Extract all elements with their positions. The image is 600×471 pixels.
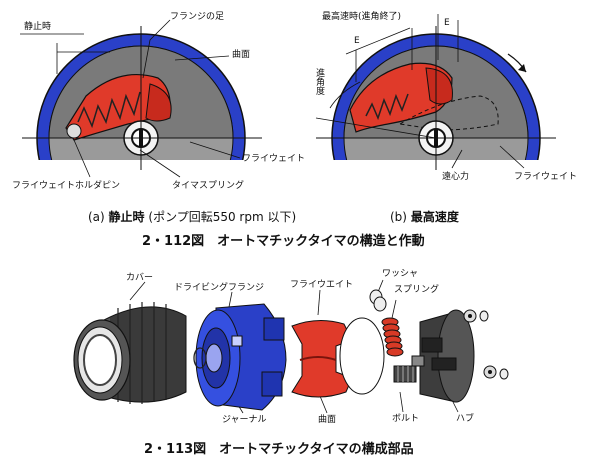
label-journal: ジャーナル bbox=[222, 415, 267, 425]
small-washers bbox=[463, 309, 509, 380]
label-curve-113: 曲面 bbox=[318, 415, 337, 425]
washer-spring-part bbox=[369, 289, 404, 357]
label-E-2: E bbox=[444, 18, 450, 28]
label-hub: ハブ bbox=[456, 414, 475, 424]
timer-spring-shape bbox=[77, 91, 141, 129]
hub-part bbox=[411, 309, 475, 403]
fig112b-timer-section bbox=[315, 14, 556, 170]
label-cover: カバー bbox=[126, 273, 154, 283]
label-advance-angle: 進角度 bbox=[314, 68, 324, 95]
label-stop: 静止時 bbox=[24, 22, 52, 32]
caption-a-letter: (a) bbox=[88, 210, 105, 224]
caption-a-title: 静止時 bbox=[108, 210, 145, 224]
label-max-speed: 最高速時(進角終了) bbox=[322, 12, 402, 22]
label-holder-pin: フライウェイトホルダピン bbox=[12, 181, 121, 191]
flyweight-part bbox=[291, 317, 385, 398]
label-flyweight-left: フライウェイト bbox=[242, 154, 306, 164]
fig112-title: 2・112図 オートマチックタイマの構造と作動 bbox=[142, 234, 425, 249]
caption-a-note: (ポンプ回転550 rpm 以下) bbox=[148, 210, 297, 224]
label-spring: スプリング bbox=[394, 285, 440, 295]
fig113-title: 2・113図 オートマチックタイマの構成部品 bbox=[144, 442, 414, 457]
label-curve-left: 曲面 bbox=[232, 50, 251, 60]
label-timer-spring: タイマスプリング bbox=[172, 181, 245, 191]
label-flyweight-113: フライウエイト bbox=[290, 280, 354, 290]
fig112a-timer-section bbox=[20, 19, 262, 178]
label-centrifugal: 遠心力 bbox=[442, 172, 470, 182]
label-washer: ワッシャ bbox=[382, 269, 419, 279]
caption-b: (b) 最高速度 bbox=[390, 210, 459, 224]
label-flyweight-right: フライウェイト bbox=[514, 172, 578, 182]
caption-b-title: 最高速度 bbox=[410, 210, 459, 224]
caption-a: (a) 静止時 (ポンプ回転550 rpm 以下) bbox=[88, 210, 296, 224]
label-flange-foot: フランジの足 bbox=[170, 12, 225, 22]
caption-b-letter: (b) bbox=[390, 210, 407, 224]
bolt-part bbox=[393, 365, 417, 383]
label-driving-flange: ドライビングフランジ bbox=[174, 283, 265, 293]
label-bolt: ボルト bbox=[392, 414, 420, 424]
label-E-1: E bbox=[354, 36, 360, 46]
cover-part bbox=[73, 302, 187, 404]
driving-flange-part bbox=[193, 303, 287, 411]
